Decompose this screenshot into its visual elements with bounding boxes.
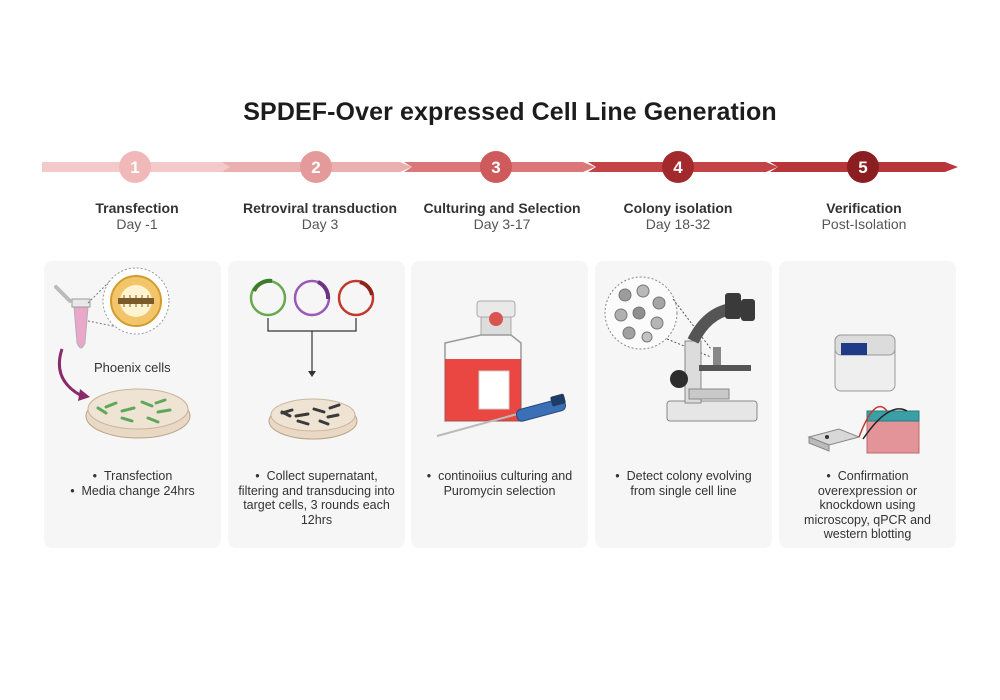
plasmid-icon (337, 279, 375, 317)
step-2-heading: Retroviral transduction Day 3 (227, 200, 413, 232)
step-5-badge (847, 151, 879, 183)
power-supply-icon (807, 428, 861, 452)
petri-dish-icon (268, 398, 358, 440)
step-2-day: Day 3 (301, 216, 339, 232)
step-5-illustration (807, 334, 920, 454)
step-2-card: Collect supernatant, filtering and trans… (228, 261, 405, 548)
list-item: Confirmation overexpression or knockdown… (787, 469, 948, 542)
plasmid-zoom-icon (102, 267, 170, 335)
step-4-heading: Colony isolation Day 18-32 (585, 200, 771, 232)
step-1-card: Phoenix cells Transfection Media change … (44, 261, 221, 548)
step-1-badge (119, 151, 151, 183)
step-3-illustration (436, 300, 567, 437)
list-item: continoiius culturing and Puromycin sele… (419, 469, 580, 498)
microscope-icon (666, 293, 758, 422)
step-2-badge (300, 151, 332, 183)
step-2-title: Retroviral transduction (242, 200, 398, 216)
step-1-number: 1 (130, 158, 139, 177)
step-3-number: 3 (491, 158, 500, 177)
step-4-bullets: Detect colony evolving from single cell … (603, 469, 764, 498)
step-5-bullets: Confirmation overexpression or knockdown… (787, 469, 948, 542)
step-5-card: Confirmation overexpression or knockdown… (779, 261, 956, 548)
qpcr-machine-icon (834, 334, 896, 392)
step-5-day: Post-Isolation (821, 216, 907, 232)
page-title: SPDEF-Over expressed Cell Line Generatio… (243, 98, 777, 126)
step-1-day: Day -1 (116, 216, 158, 232)
step-2-number: 2 (311, 158, 320, 177)
blot-tank-icon (858, 405, 920, 454)
step-5-number: 5 (858, 158, 867, 177)
step-3-heading: Culturing and Selection Day 3-17 (409, 200, 595, 232)
plasmid-icon (293, 279, 331, 317)
step-3-card: continoiius culturing and Puromycin sele… (411, 261, 588, 548)
step-4-badge (662, 151, 694, 183)
step-3-bullets: continoiius culturing and Puromycin sele… (419, 469, 580, 498)
step-4-number: 4 (673, 158, 683, 177)
step-4-title: Colony isolation (623, 200, 733, 216)
colony-zoom-icon (604, 276, 678, 350)
step-2-illustration (249, 278, 375, 440)
step-5-title: Verification (826, 200, 902, 216)
tube-icon (54, 285, 91, 349)
timeline: 1 2 3 4 5 (42, 151, 958, 183)
step-1-bullets: Transfection Media change 24hrs (52, 469, 213, 498)
pipette-icon (436, 393, 567, 437)
step-4-day: Day 18-32 (645, 216, 711, 232)
step-4-card: Detect colony evolving from single cell … (595, 261, 772, 548)
culture-flask-icon (444, 300, 522, 422)
list-item: Media change 24hrs (52, 484, 213, 499)
step-1-title: Transfection (95, 200, 179, 216)
step-4-illustration (604, 276, 758, 422)
phoenix-cells-label: Phoenix cells (94, 360, 171, 375)
step-3-day: Day 3-17 (473, 216, 531, 232)
step-1-heading: Transfection Day -1 (44, 200, 230, 232)
list-item: Detect colony evolving from single cell … (603, 469, 764, 498)
step-3-title: Culturing and Selection (423, 200, 581, 216)
arrow-down-icon (267, 318, 357, 377)
step-5-heading: Verification Post-Isolation (771, 200, 957, 232)
step-1-illustration (54, 267, 191, 439)
petri-dish-icon (85, 388, 191, 439)
list-item: Transfection (52, 469, 213, 484)
step-2-bullets: Collect supernatant, filtering and trans… (236, 469, 397, 527)
curved-arrow-icon (57, 348, 90, 401)
plasmid-icon (249, 278, 287, 317)
step-3-badge (480, 151, 512, 183)
list-item: Collect supernatant, filtering and trans… (236, 469, 397, 527)
